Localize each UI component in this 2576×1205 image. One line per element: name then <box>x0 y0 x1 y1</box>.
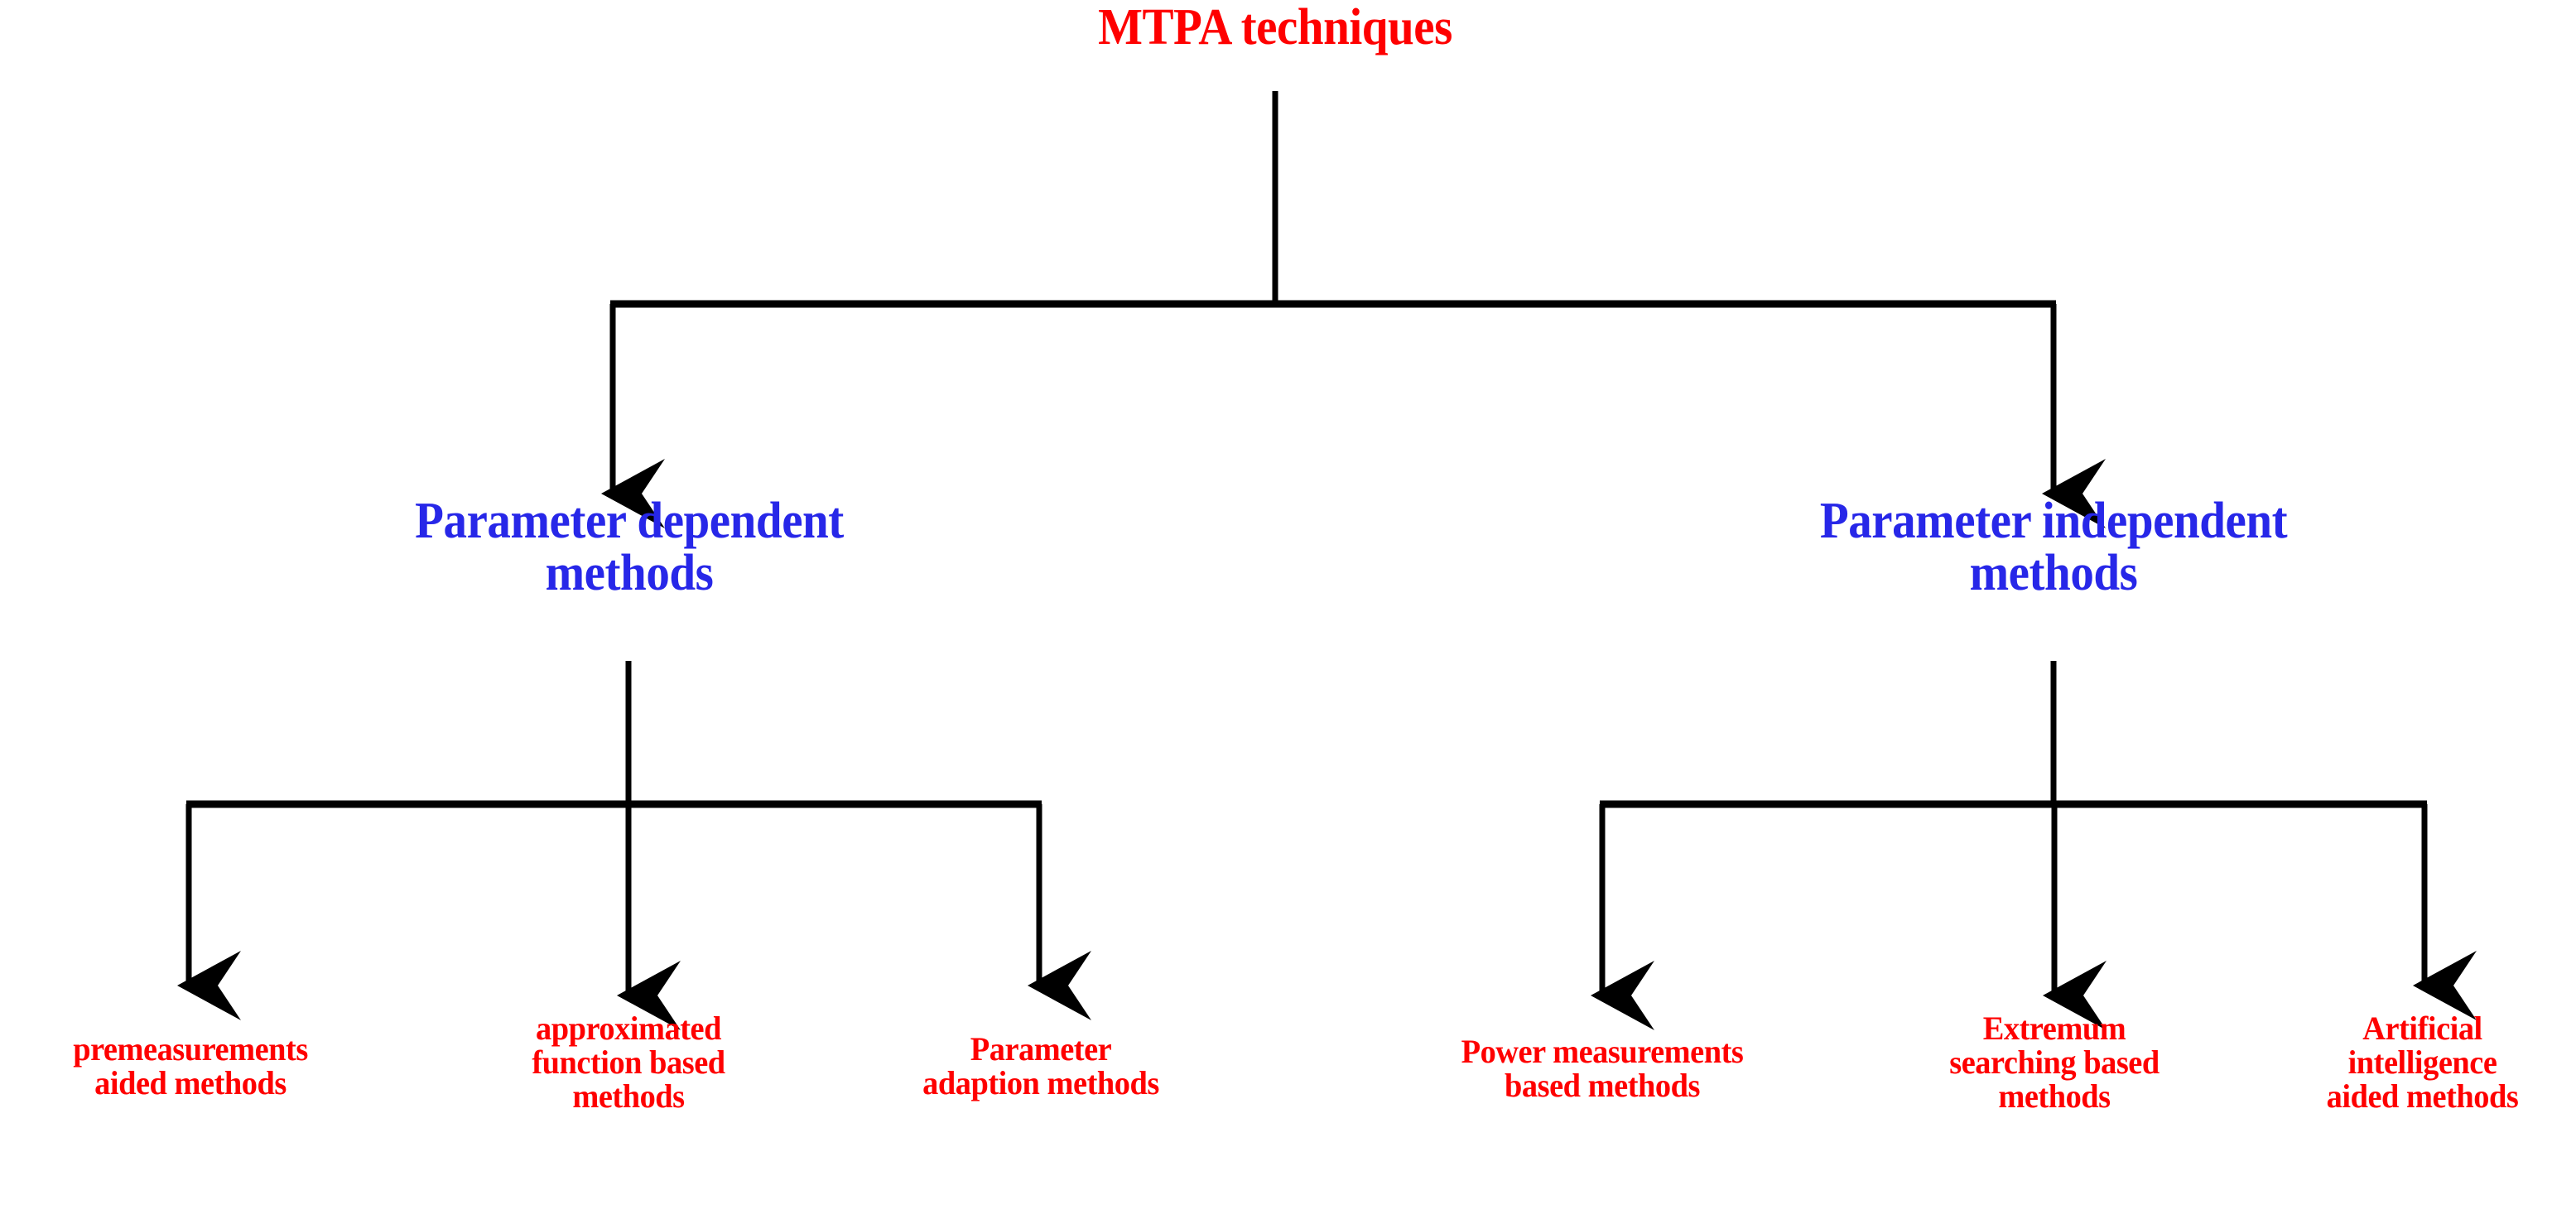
leaf-premeasurements-aided-methods: premeasurements aided methods <box>73 1030 308 1101</box>
node-root: MTPA techniques <box>1098 0 1452 55</box>
leaf-extremum-searching-based-methods: Extremum searching based methods <box>1949 1010 2160 1115</box>
node-branch-parameter-dependent: Parameter dependent methods <box>415 493 844 602</box>
node-branch-parameter-independent: Parameter independent methods <box>1819 493 2288 602</box>
leaf-approximated-function-based-methods: approximated function based methods <box>532 1010 725 1115</box>
leaf-artificial-intelligence-aided-methods: Artificial intelligence aided methods <box>2326 1010 2519 1115</box>
leaf-power-measurements-based-methods: Power measurements based methods <box>1461 1033 1744 1104</box>
leaf-parameter-adaption-methods: Parameter adaption methods <box>922 1030 1159 1101</box>
